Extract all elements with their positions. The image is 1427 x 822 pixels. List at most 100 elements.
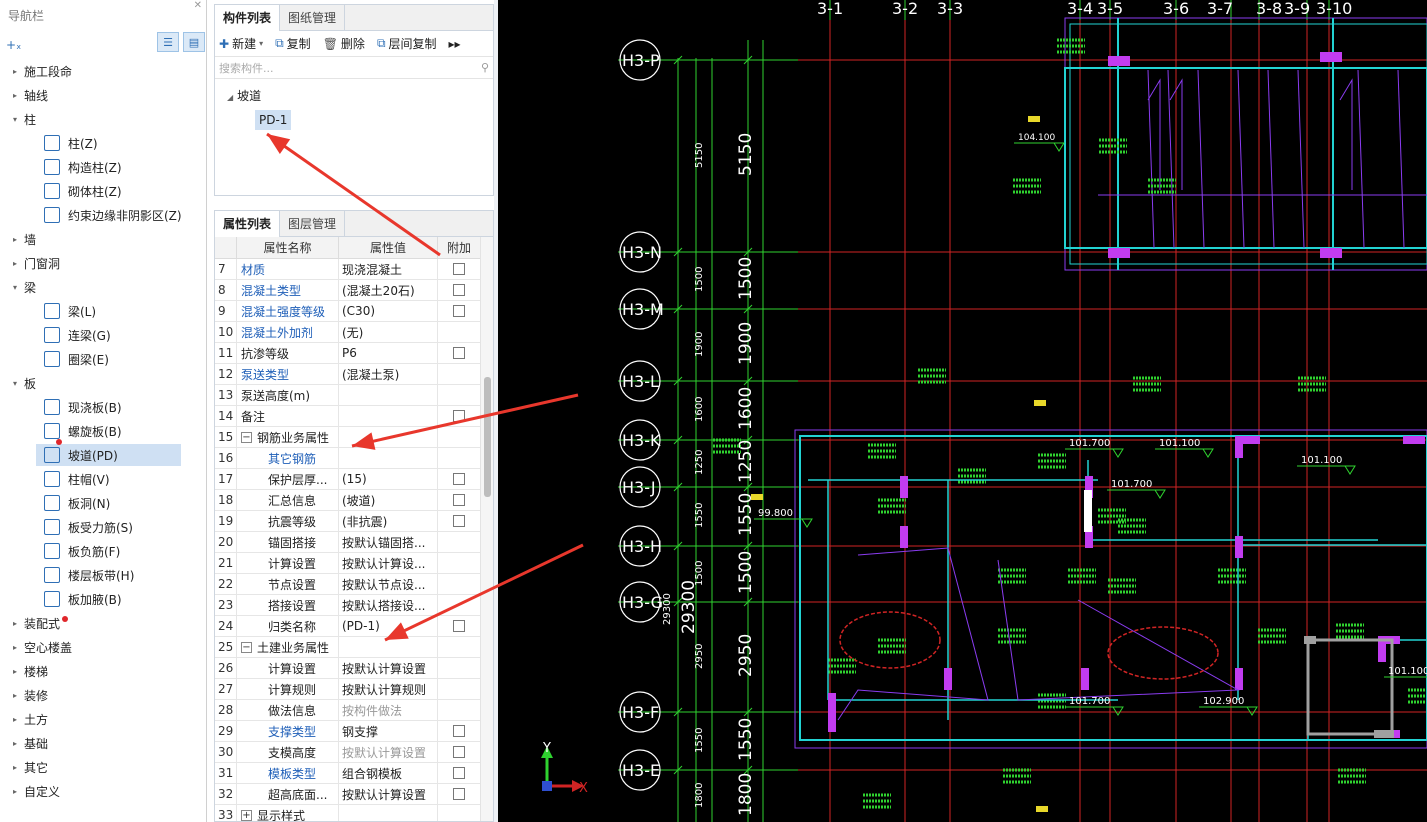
collapsed-arrow-icon[interactable]: ▸ <box>12 618 17 628</box>
property-value[interactable]: 按构件做法 <box>339 700 438 720</box>
search-icon[interactable]: ⚲ <box>480 61 489 74</box>
nav-item-slab-strip[interactable]: 楼层板带(H) <box>0 564 200 586</box>
property-value[interactable]: 按默认搭接设... <box>339 595 438 615</box>
extra-checkbox[interactable] <box>453 494 465 506</box>
copy-button[interactable]: ⧉复制 <box>275 35 311 52</box>
collapsed-arrow-icon[interactable]: ▸ <box>12 738 17 748</box>
property-value[interactable] <box>339 427 438 447</box>
collapsed-arrow-icon[interactable]: ▸ <box>12 90 17 100</box>
nav-category-1[interactable]: ▸轴线 <box>0 84 200 106</box>
collapsed-arrow-icon[interactable]: ▸ <box>12 258 17 268</box>
scroll-thumb[interactable] <box>484 377 491 497</box>
property-value[interactable]: 按默认锚固搭... <box>339 532 438 552</box>
property-value[interactable]: (15) <box>339 469 438 489</box>
property-row[interactable]: 25−土建业务属性 <box>215 637 481 658</box>
nav-item-slab-haunch[interactable]: 板加腋(B) <box>0 588 200 610</box>
property-value[interactable]: 钢支撑 <box>339 721 438 741</box>
collapsed-arrow-icon[interactable]: ▸ <box>12 66 17 76</box>
nav-category-2[interactable]: ▾柱 <box>0 108 200 130</box>
property-row[interactable]: 15−钢筋业务属性 <box>215 427 481 448</box>
expanded-arrow-icon[interactable]: ▾ <box>12 282 17 292</box>
delete-button[interactable]: 🗑删除 <box>323 35 365 52</box>
extra-checkbox[interactable] <box>453 473 465 485</box>
nav-item-negative-rebar[interactable]: 板负筋(F) <box>0 540 200 562</box>
extra-checkbox[interactable] <box>453 347 465 359</box>
nav-item-slab-hole[interactable]: 板洞(N) <box>0 492 200 514</box>
extra-checkbox[interactable] <box>453 284 465 296</box>
property-value[interactable]: 按默认计算设置 <box>339 658 438 678</box>
property-value[interactable]: (混凝土泵) <box>339 364 438 384</box>
collapse-icon[interactable]: − <box>241 641 252 653</box>
collapse-arrow-icon[interactable]: ◢ <box>227 93 234 102</box>
tab-drawing-management[interactable]: 图纸管理 <box>280 5 346 31</box>
extra-checkbox[interactable] <box>453 620 465 632</box>
nav-item-cast-slab[interactable]: 现浇板(B) <box>0 396 200 418</box>
more-button[interactable]: ▸▸ <box>449 37 461 51</box>
property-row[interactable]: 33+显示样式 <box>215 805 481 821</box>
component-search-field[interactable]: 搜索构件... ⚲ <box>215 57 493 79</box>
nav-category-29[interactable]: ▸其它 <box>0 756 200 778</box>
nav-category-0[interactable]: ▸施工段命 <box>0 60 200 82</box>
collapsed-arrow-icon[interactable]: ▸ <box>12 762 17 772</box>
nav-category-25[interactable]: ▸楼梯 <box>0 660 200 682</box>
nav-item-column[interactable]: 柱(Z) <box>0 132 200 154</box>
collapsed-arrow-icon[interactable]: ▸ <box>12 786 17 796</box>
detail-view-icon[interactable]: ▤ <box>183 32 205 52</box>
property-value[interactable] <box>339 448 438 468</box>
property-value[interactable]: 按默认计算设... <box>339 553 438 573</box>
property-value[interactable]: (非抗震) <box>339 511 438 531</box>
nav-category-7[interactable]: ▸墙 <box>0 228 200 250</box>
nav-item-column-cap[interactable]: 柱帽(V) <box>0 468 200 490</box>
nav-item-construct-column[interactable]: 构造柱(Z) <box>0 156 200 178</box>
nav-item-coupling-beam[interactable]: 连梁(G) <box>0 324 200 346</box>
tab-property-list[interactable]: 属性列表 <box>215 211 281 237</box>
property-value[interactable]: 按默认计算设置 <box>339 742 438 762</box>
nav-item-beam[interactable]: 梁(L) <box>0 300 200 322</box>
nav-item-boundary-zone[interactable]: 约束边缘非阴影区(Z) <box>0 204 200 226</box>
property-value[interactable]: (混凝土20石) <box>339 280 438 300</box>
extra-checkbox[interactable] <box>453 788 465 800</box>
property-value[interactable] <box>339 385 438 405</box>
collapsed-arrow-icon[interactable]: ▸ <box>12 666 17 676</box>
expand-icon[interactable]: + <box>241 809 252 821</box>
nav-category-26[interactable]: ▸装修 <box>0 684 200 706</box>
nav-item-masonry-column[interactable]: 砌体柱(Z) <box>0 180 200 202</box>
nav-category-13[interactable]: ▾板 <box>0 372 200 394</box>
property-value[interactable] <box>339 805 438 821</box>
property-value[interactable]: 按默认计算设置 <box>339 784 438 804</box>
property-value[interactable]: 现浇混凝土 <box>339 259 438 279</box>
extra-checkbox[interactable] <box>453 263 465 275</box>
nav-item-ring-beam[interactable]: 圈梁(E) <box>0 348 200 370</box>
nav-category-30[interactable]: ▸自定义 <box>0 780 200 802</box>
tree-node-ramp[interactable]: ◢坡道 <box>215 87 493 104</box>
extra-checkbox[interactable] <box>453 767 465 779</box>
collapsed-arrow-icon[interactable]: ▸ <box>12 690 17 700</box>
nav-category-27[interactable]: ▸土方 <box>0 708 200 730</box>
collapsed-arrow-icon[interactable]: ▸ <box>12 234 17 244</box>
tab-component-list[interactable]: 构件列表 <box>215 5 281 31</box>
property-value[interactable]: 按默认计算规则 <box>339 679 438 699</box>
property-value[interactable] <box>339 637 438 657</box>
tab-layer-management[interactable]: 图层管理 <box>280 211 346 237</box>
property-value[interactable]: 组合钢模板 <box>339 763 438 783</box>
nav-category-23[interactable]: ▸装配式 <box>0 612 200 634</box>
